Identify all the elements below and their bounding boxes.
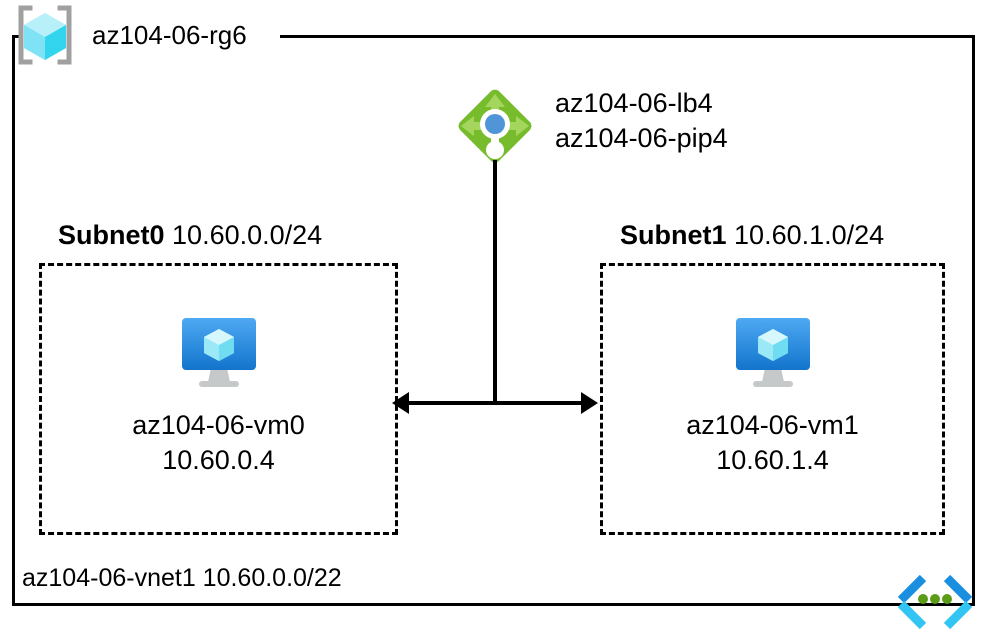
vm-0-node: az104-06-vm0 10.60.0.4: [39, 312, 398, 478]
load-balancer-group: az104-06-lb4 az104-06-pip4: [447, 78, 728, 174]
vm-1-name: az104-06-vm1: [686, 410, 859, 440]
vm-1-node: az104-06-vm1 10.60.1.4: [600, 312, 945, 478]
resource-group-border-top: [280, 35, 975, 38]
resource-group-border-top-stub: [12, 35, 22, 38]
public-ip-name: az104-06-pip4: [555, 122, 728, 153]
resource-group-header: az104-06-rg6: [14, 4, 253, 66]
subnet-0-title: Subnet0 10.60.0.0/24: [58, 222, 322, 249]
vm-0-ip: 10.60.0.4: [162, 445, 275, 476]
resource-group-cube-icon: [14, 4, 76, 66]
resource-group-border-right: [972, 35, 975, 606]
resource-group-border-left: [12, 35, 15, 606]
subnet-0-cidr: 10.60.0.0/24: [172, 220, 323, 250]
load-balancer-labels: az104-06-lb4 az104-06-pip4: [555, 78, 728, 155]
connector-arrow-right: [581, 392, 598, 414]
virtual-machine-icon: [729, 312, 817, 392]
vm-0-labels: az104-06-vm0 10.60.0.4: [132, 408, 305, 478]
resource-group-border-bottom: [12, 603, 975, 606]
subnet-1-box: [600, 263, 945, 535]
vm-1-ip: 10.60.1.4: [716, 445, 829, 476]
subnet-0-name: Subnet0: [58, 220, 165, 250]
subnet-connector-line: [398, 401, 592, 405]
load-balancer-name: az104-06-lb4: [555, 88, 713, 118]
virtual-machine-icon: [175, 312, 263, 392]
subnet-1-name: Subnet1: [620, 220, 727, 250]
vnet-label: az104-06-vnet1 10.60.0.0/22: [22, 564, 342, 592]
load-balancer-icon: [447, 78, 543, 174]
resource-group-title: az104-06-rg6: [86, 22, 253, 48]
vm-1-labels: az104-06-vm1 10.60.1.4: [686, 408, 859, 478]
subnet-1-cidr: 10.60.1.0/24: [734, 220, 885, 250]
load-balancer-connector: [493, 160, 497, 403]
subnet-0-box: [39, 263, 398, 535]
subnet-1-title: Subnet1 10.60.1.0/24: [620, 222, 884, 249]
vm-0-name: az104-06-vm0: [132, 410, 305, 440]
